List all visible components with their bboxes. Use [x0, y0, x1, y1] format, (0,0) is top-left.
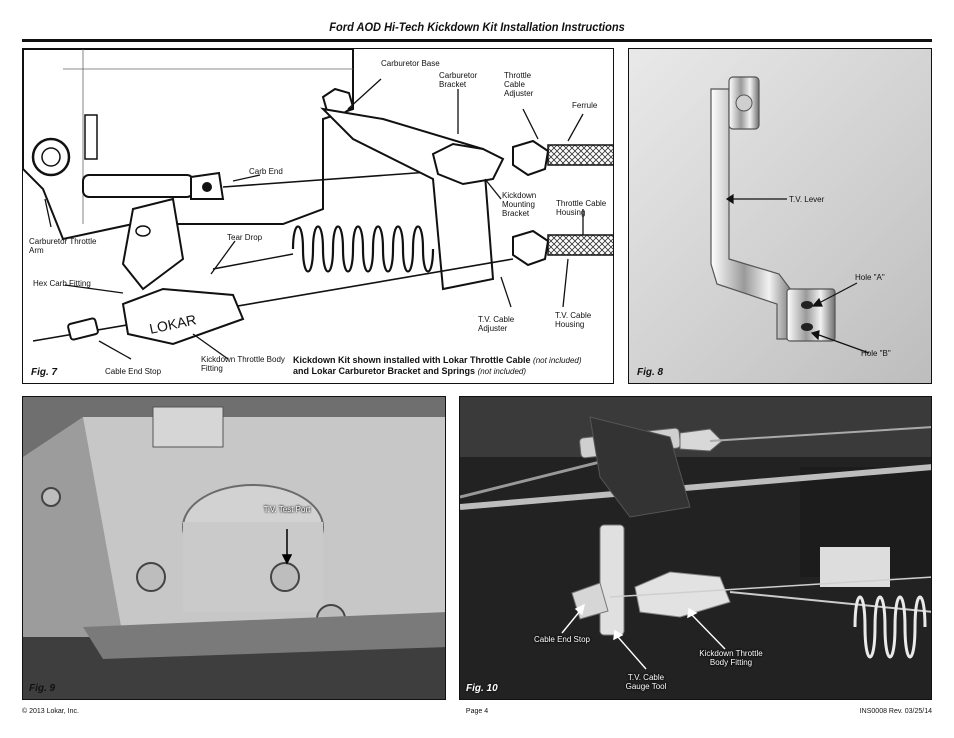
fig7-illustration: LOKAR	[23, 49, 613, 360]
label-carb-bracket: Carburetor Bracket	[439, 71, 478, 89]
label-tv-lever: T.V. Lever	[789, 195, 825, 204]
label-kickdown-fitting: Kickdown Throttle Body Fitting	[201, 355, 285, 373]
label-carb-end: Carb End	[249, 167, 283, 176]
caption-line2: and Lokar Carburetor Bracket and Springs	[293, 366, 476, 376]
label-tv-cable-adjuster: T.V. Cable Adjuster	[478, 315, 515, 333]
label-tv-test-port: T.V. Test Port	[263, 505, 311, 514]
label-hole-a: Hole "A"	[855, 273, 885, 282]
label-tv-gauge-tool: T.V. Cable Gauge Tool	[625, 673, 667, 691]
label-carb-throttle-arm: Carburetor Throttle Arm	[29, 237, 97, 255]
fig9-photo: T.V. Test Port Fig. 9	[22, 396, 446, 700]
label-kickdown-fitting-photo: Kickdown Throttle Body Fitting	[699, 649, 763, 667]
label-throttle-cable-adjuster: Throttle Cable Adjuster	[504, 71, 534, 98]
footer-page-number: Page 4	[465, 708, 489, 715]
label-hex-carb-fitting: Hex Carb Fitting	[33, 279, 91, 288]
label-hole-b: Hole "B"	[861, 349, 891, 358]
label-tv-cable-housing: T.V. Cable Housing	[555, 311, 592, 329]
fig9-tag: Fig. 9	[29, 683, 56, 694]
label-tear-drop: Tear Drop	[227, 233, 263, 242]
fig7-caption: Kickdown Kit shown installed with Lokar …	[293, 355, 613, 377]
footer-revision: INS0008 Rev. 03/25/14	[859, 708, 932, 715]
fig8-lever-illustration	[710, 76, 870, 354]
label-kickdown-bracket: Kickdown Mounting Bracket	[502, 191, 537, 218]
fig8-tag: Fig. 8	[637, 367, 664, 378]
fig7-diagram: LOKAR Carburetor Base Carburetor Bracket…	[22, 48, 614, 384]
fig7-leaders	[44, 78, 584, 360]
fig10-photo: Cable End Stop T.V. Cable Gauge Tool Kic…	[459, 396, 932, 700]
fig10-installed-illustration	[460, 397, 931, 699]
caption-note1: (not included)	[533, 356, 582, 365]
footer-copyright: © 2013 Lokar, Inc.	[22, 708, 79, 715]
label-cable-end-stop: Cable End Stop	[105, 367, 162, 376]
label-ferrule: Ferrule	[572, 101, 598, 110]
fig10-tag: Fig. 10	[466, 683, 498, 694]
title-rule	[22, 39, 932, 42]
label-cable-end-stop-photo: Cable End Stop	[533, 635, 591, 644]
fig8-photo: T.V. Lever Hole "A" Hole "B" Fig. 8	[628, 48, 932, 384]
label-throttle-cable-housing: Throttle Cable Housing	[556, 199, 607, 217]
fig9-transmission-illustration	[23, 397, 445, 699]
page-title: Ford AOD Hi-Tech Kickdown Kit Installati…	[329, 20, 625, 34]
label-carb-base: Carburetor Base	[381, 59, 440, 68]
caption-line1: Kickdown Kit shown installed with Lokar …	[293, 355, 531, 365]
caption-note2: (not included)	[477, 367, 527, 376]
fig7-tag: Fig. 7	[31, 367, 58, 378]
